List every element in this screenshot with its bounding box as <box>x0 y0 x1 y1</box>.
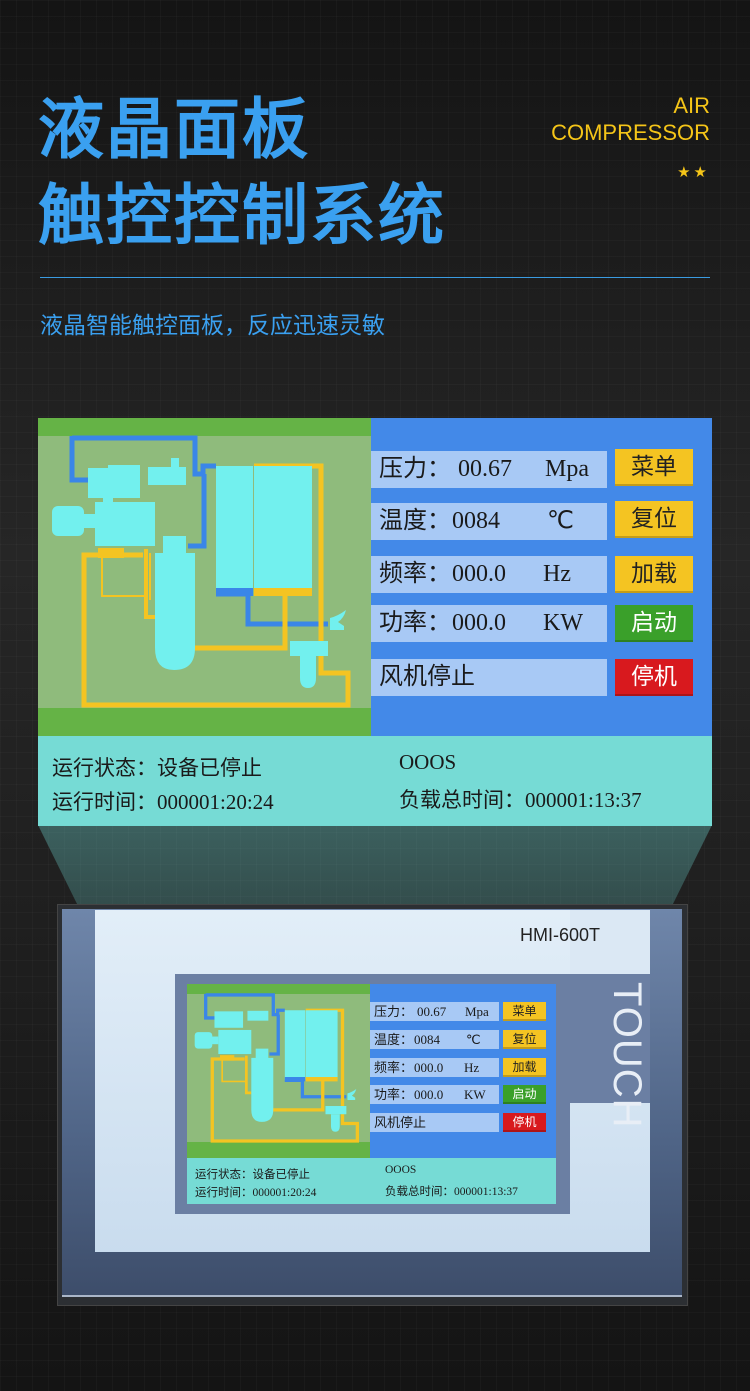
run-time-value-small: 000001:20:24 <box>252 1187 317 1199</box>
power-value: 000.0 <box>452 610 506 636</box>
power-unit-small: KW <box>464 1087 486 1102</box>
run-state-label: 运行状态： <box>52 756 157 780</box>
start-button[interactable]: 启动 <box>615 605 693 642</box>
fan-status-field-small: 风机停止 <box>370 1113 499 1132</box>
frequency-unit: Hz <box>543 561 571 587</box>
frequency-value: 000.0 <box>452 561 506 587</box>
status-code-small: OOOS <box>385 1164 417 1176</box>
load-time-small: 负载总时间：000001:13:37 <box>385 1183 518 1199</box>
pressure-field: 压力： 00.67 Mpa <box>371 451 607 488</box>
power-value-small: 000.0 <box>414 1087 444 1102</box>
power-field: 功率： 000.0 KW <box>371 605 607 642</box>
page-title-line-1: 液晶面板 <box>38 91 310 168</box>
brand-line-1: AIR <box>673 93 710 118</box>
load-time-value: 000001:13:37 <box>525 788 642 812</box>
status-code: OOOS <box>399 750 457 774</box>
pressure-value: 00.67 <box>458 456 512 482</box>
fan-status-text: 风机停止 <box>379 664 475 690</box>
temperature-label-small: 温度： <box>374 1032 414 1047</box>
run-state-value-small: 设备已停止 <box>252 1169 311 1181</box>
load-time-label-small: 负载总时间： <box>385 1186 454 1198</box>
temperature-label: 温度： <box>379 508 451 534</box>
fan-status-field: 风机停止 <box>371 659 607 696</box>
pressure-unit: Mpa <box>545 456 589 482</box>
run-state-small: 运行状态：设备已停止 <box>195 1166 310 1182</box>
stop-button-small[interactable]: 停机 <box>503 1113 546 1132</box>
power-label: 功率： <box>379 610 451 636</box>
power-label-small: 功率： <box>374 1087 414 1102</box>
pressure-label-small: 压力： <box>374 1004 414 1019</box>
pressure-label: 压力： <box>379 456 451 482</box>
panel-top-right <box>570 910 650 974</box>
page-subtitle: 液晶智能触控面板，反应迅速灵敏 <box>40 313 385 339</box>
diagram-bottom-bar <box>38 708 371 736</box>
pressure-field-small: 压力： 00.67 Mpa <box>370 1002 499 1021</box>
run-state-label-small: 运行状态： <box>195 1169 253 1181</box>
brand-line-2: COMPRESSOR <box>551 120 710 145</box>
star-icons: ★★ <box>677 163 710 181</box>
frequency-value-small: 000.0 <box>414 1060 444 1075</box>
run-time-label: 运行时间： <box>52 790 157 814</box>
model-label: HMI-600T <box>520 925 601 945</box>
page-title-line-2: 触控控制系统 <box>38 177 446 254</box>
stop-button[interactable]: 停机 <box>615 659 693 696</box>
brand-label: AIR COMPRESSOR <box>551 92 710 146</box>
run-state: 运行状态：设备已停止 <box>52 752 262 782</box>
readings-panel: 压力： 00.67 Mpa 菜单 温度： 0084 ℃ 复位 频率： 000.0… <box>371 418 712 736</box>
readings-panel-small: 压力： 00.67 Mpa 菜单 温度： 0084 ℃ 复位 频率： 000.0… <box>370 984 556 1158</box>
fan-status-text-small: 风机停止 <box>374 1115 427 1130</box>
diagram-area-small <box>187 984 370 1158</box>
pressure-value-small: 00.67 <box>417 1004 447 1019</box>
start-button-small[interactable]: 启动 <box>503 1085 546 1104</box>
run-time-value: 000001:20:24 <box>157 790 274 814</box>
run-state-value: 设备已停止 <box>157 756 262 780</box>
touch-label: TOUCH <box>605 982 649 1129</box>
pressure-unit-small: Mpa <box>465 1004 489 1019</box>
reset-button-small[interactable]: 复位 <box>503 1030 546 1049</box>
compressor-diagram-icon <box>52 435 351 708</box>
diagram-bottom-bar-small <box>187 1142 370 1158</box>
diagram-top-bar <box>38 418 371 436</box>
menu-button-small[interactable]: 菜单 <box>503 1002 546 1021</box>
load-time-label: 负载总时间： <box>399 788 525 812</box>
power-unit: KW <box>543 610 583 636</box>
header-divider <box>40 277 710 278</box>
run-time: 运行时间：000001:20:24 <box>52 786 274 816</box>
reset-button[interactable]: 复位 <box>615 501 693 538</box>
temperature-value-small: 0084 <box>414 1032 440 1047</box>
status-bar: 运行状态：设备已停止 OOOS 运行时间：000001:20:24 负载总时间：… <box>38 736 712 826</box>
frequency-label-small: 频率： <box>374 1060 414 1075</box>
compressor-diagram-small-icon <box>194 993 360 1143</box>
temperature-unit-small: ℃ <box>466 1032 481 1047</box>
frequency-field-small: 频率： 000.0 Hz <box>370 1058 499 1077</box>
run-time-label-small: 运行时间： <box>195 1187 253 1199</box>
frequency-field: 频率： 000.0 Hz <box>371 556 607 593</box>
hmi-screen-large: 压力： 00.67 Mpa 菜单 温度： 0084 ℃ 复位 频率： 000.0… <box>38 418 712 826</box>
run-time-small: 运行时间：000001:20:24 <box>195 1184 316 1200</box>
status-bar-small: 运行状态：设备已停止 OOOS 运行时间：000001:20:24 负载总时间：… <box>187 1158 556 1204</box>
load-button[interactable]: 加载 <box>615 556 693 593</box>
temperature-value: 0084 <box>452 508 500 534</box>
diagram-area <box>38 418 371 736</box>
temperature-field: 温度： 0084 ℃ <box>371 503 607 540</box>
hmi-screen-small[interactable]: 压力： 00.67 Mpa 菜单 温度： 0084 ℃ 复位 频率： 000.0… <box>187 984 556 1204</box>
temperature-unit: ℃ <box>547 508 574 534</box>
load-time: 负载总时间：000001:13:37 <box>399 784 642 814</box>
menu-button[interactable]: 菜单 <box>615 449 693 486</box>
load-time-value-small: 000001:13:37 <box>454 1186 518 1198</box>
frequency-label: 频率： <box>379 561 451 587</box>
temperature-field-small: 温度： 0084 ℃ <box>370 1030 499 1049</box>
diagram-top-bar-small <box>187 984 370 994</box>
frequency-unit-small: Hz <box>464 1060 480 1075</box>
load-button-small[interactable]: 加载 <box>503 1058 546 1077</box>
power-field-small: 功率： 000.0 KW <box>370 1085 499 1104</box>
